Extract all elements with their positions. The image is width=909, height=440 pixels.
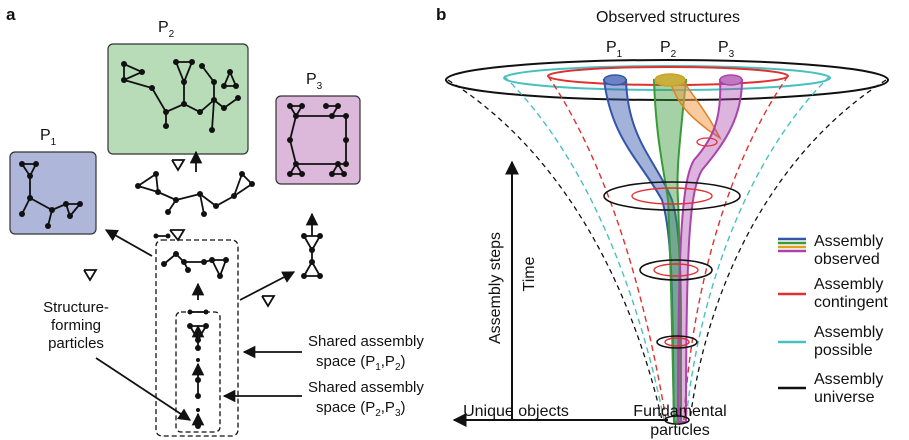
axis-assembly-steps: Assembly steps <box>487 232 504 344</box>
assembly-observed-paths <box>602 73 744 423</box>
assembly-universe-funnel <box>445 59 889 421</box>
fundamental-label-2: particles <box>650 422 710 439</box>
bowtie-intermediate <box>301 212 323 279</box>
product-p2-label: P2 <box>158 19 175 40</box>
svg-text:Shared assembly: Shared assembly <box>308 333 424 350</box>
legend-observed: Assembly observed <box>778 233 883 268</box>
p3-molecule <box>287 103 349 177</box>
svg-text:Assembly: Assembly <box>814 276 883 293</box>
particles-label: Structure- forming particles <box>43 299 192 421</box>
svg-text:observed: observed <box>814 251 880 268</box>
svg-text:forming: forming <box>51 317 101 334</box>
product-p3-box: P3 <box>275 71 361 185</box>
svg-text:Structure-: Structure- <box>43 299 109 316</box>
axis-unique-objects: Unique objects <box>463 403 569 420</box>
fundamental-label-1: Fundamental <box>633 403 726 420</box>
svg-text:universe: universe <box>814 389 875 406</box>
time-slices <box>603 181 741 425</box>
intermediate-chain <box>135 150 255 217</box>
svg-text:Shared assembly: Shared assembly <box>308 379 424 396</box>
arrow-to-bowtie <box>239 271 296 301</box>
product-p2-box: P2 <box>107 19 249 155</box>
path-labels: P1 P2 P3 <box>606 39 735 60</box>
svg-text:space (P2,P3): space (P2,P3) <box>316 399 406 419</box>
shared-space-p1p2-label: Shared assembly space (P1,P2) <box>242 333 424 373</box>
p1-molecule <box>19 161 83 229</box>
legend-possible: Assembly possible <box>778 324 883 359</box>
path-p1-label: P1 <box>606 39 623 60</box>
path-p3-label: P3 <box>718 39 735 60</box>
axis-time: Time <box>521 256 538 291</box>
observed-structures-title: Observed structures <box>596 9 740 26</box>
svg-text:contingent: contingent <box>814 294 888 311</box>
legend-universe: Assembly universe <box>778 371 883 406</box>
path-p2-label: P2 <box>660 39 677 60</box>
triangle-fragment-right <box>261 295 276 308</box>
svg-text:possible: possible <box>814 342 873 359</box>
svg-text:Assembly: Assembly <box>814 324 883 341</box>
product-p1-label: P1 <box>40 127 57 148</box>
legend: Assembly observed Assembly contingent As… <box>778 233 888 406</box>
small-fragment <box>153 229 186 242</box>
panel-a-label: a <box>6 5 16 24</box>
product-p1-box: P1 <box>9 127 97 235</box>
assembly-possible-funnel <box>503 65 831 421</box>
svg-text:particles: particles <box>48 335 104 352</box>
svg-text:Assembly: Assembly <box>814 233 883 250</box>
product-p3-label: P3 <box>306 71 323 92</box>
panel-b-label: b <box>436 5 446 24</box>
triangle-fragment-left <box>83 269 98 282</box>
arrow-to-p1 <box>104 229 153 257</box>
p2-molecule <box>121 59 241 133</box>
svg-text:space (P1,P2): space (P1,P2) <box>316 353 406 373</box>
shared-space-p2p3-label: Shared assembly space (P2,P3) <box>222 379 424 419</box>
assembly-stack <box>161 251 229 429</box>
axes: Assembly steps Time Unique objects Funda… <box>452 160 727 439</box>
svg-text:Assembly: Assembly <box>814 371 883 388</box>
shared-space-p1p2-box <box>155 239 239 437</box>
legend-contingent: Assembly contingent <box>778 276 888 311</box>
